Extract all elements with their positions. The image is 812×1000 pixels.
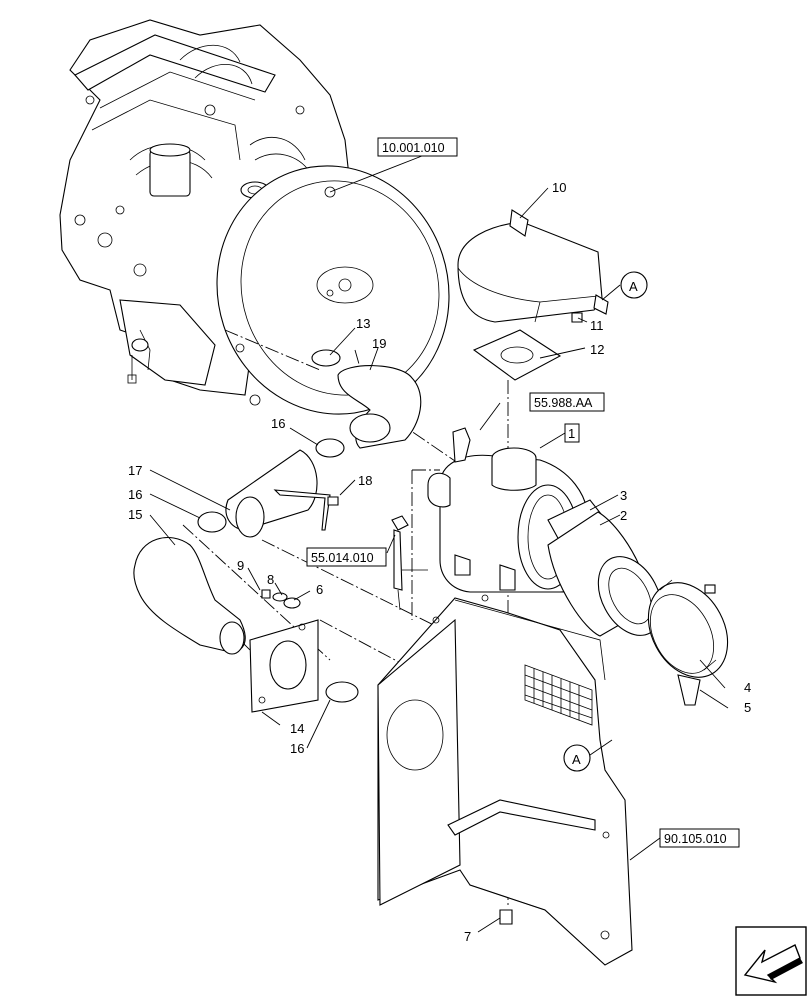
ref-engine-text: 10.001.010 [382, 141, 445, 155]
air-filter-housing [427, 209, 729, 706]
callout-7: 7 [464, 929, 471, 944]
ref-sensor: 55.988.AA [529, 392, 605, 412]
callout-18: 18 [358, 473, 372, 488]
callout-3: 3 [620, 488, 627, 503]
ref-indicator: 55.014.010 [306, 547, 387, 567]
callout-2: 2 [620, 508, 627, 523]
callout-6: 6 [316, 582, 323, 597]
intake-hoses [133, 349, 422, 713]
drain-bolt [499, 909, 513, 925]
detail-marker-top: A [620, 271, 648, 299]
ref-sensor-text: 55.988.AA [534, 396, 593, 410]
detail-marker-bottom-label: A [572, 752, 581, 767]
ref-frame: 90.105.010 [659, 828, 740, 848]
engine-assembly [59, 19, 450, 415]
callout-11: 11 [590, 318, 604, 333]
callout-5: 5 [744, 700, 751, 715]
detail-marker-top-label: A [629, 279, 638, 294]
vent-grille [524, 664, 593, 726]
callout-4: 4 [744, 680, 751, 695]
callout-16-left: 16 [128, 487, 142, 502]
callout-19: 19 [372, 336, 386, 351]
callout-13: 13 [356, 316, 370, 331]
ref-engine: 10.001.010 [377, 137, 458, 157]
callout-12: 12 [590, 342, 604, 357]
callout-16-top: 16 [271, 416, 285, 431]
callout-16-bottom: 16 [290, 741, 304, 756]
arrow-icon [735, 926, 807, 996]
ref-indicator-text: 55.014.010 [311, 551, 374, 565]
callout-labels: 10 11 12 13 19 16 3 2 17 16 15 18 9 8 6 … [128, 180, 751, 944]
detail-marker-bottom: A [563, 744, 591, 772]
callout-1: 1 [568, 426, 575, 441]
callout-17: 17 [128, 463, 142, 478]
callout-15: 15 [128, 507, 142, 522]
support-frame [377, 594, 633, 966]
sensor-parts [391, 427, 471, 611]
ref-frame-text: 90.105.010 [664, 832, 727, 846]
callout-8: 8 [267, 572, 274, 587]
leader-lines [149, 153, 729, 933]
callout-1-box: 1 [564, 423, 580, 443]
callout-14: 14 [290, 721, 304, 736]
callout-9: 9 [237, 558, 244, 573]
callout-10: 10 [552, 180, 566, 195]
